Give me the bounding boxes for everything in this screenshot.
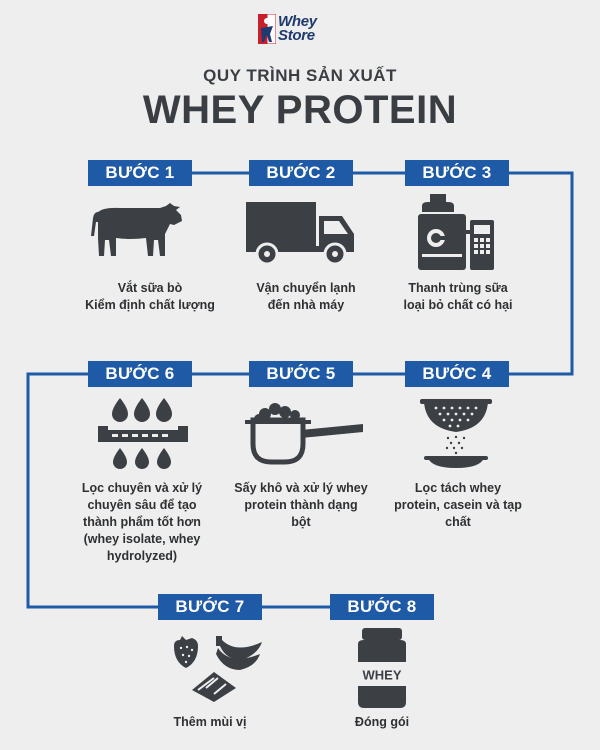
cow-icon [91, 203, 182, 256]
pasteurizer-icon [418, 194, 494, 270]
step-4-badge: BƯỚC 4 [405, 361, 509, 387]
page-title: WHEY PROTEIN [142, 88, 458, 132]
step-8-badge: BƯỚC 8 [330, 594, 434, 620]
flavor-fruits-icon [174, 636, 262, 702]
whey-jar-icon: WHEY [358, 628, 406, 708]
step-3-badge: BƯỚC 3 [405, 160, 509, 186]
page-subtitle: QUY TRÌNH SẢN XUẤT [203, 66, 397, 85]
jar-label: WHEY [363, 668, 402, 683]
whey-store-logo: Whey Store [258, 14, 342, 46]
filter-drops-icon [98, 398, 188, 469]
logo-word-bottom: Store [278, 27, 315, 44]
powder-scoop-icon [245, 403, 363, 465]
step-7-badge: BƯỚC 7 [158, 594, 262, 620]
step-1-badge: BƯỚC 1 [88, 160, 192, 186]
logo-word-top: Whey [278, 13, 317, 30]
step-2-badge: BƯỚC 2 [249, 160, 353, 186]
truck-icon [246, 202, 354, 266]
logo-mark-icon [258, 14, 276, 44]
step-8-caption: Đóng gói [354, 715, 410, 729]
step-5-badge: BƯỚC 5 [249, 361, 353, 387]
sieve-icon [420, 399, 492, 468]
step-7-caption: Thêm mùi vị [173, 715, 247, 729]
step-6-badge: BƯỚC 6 [88, 361, 192, 387]
